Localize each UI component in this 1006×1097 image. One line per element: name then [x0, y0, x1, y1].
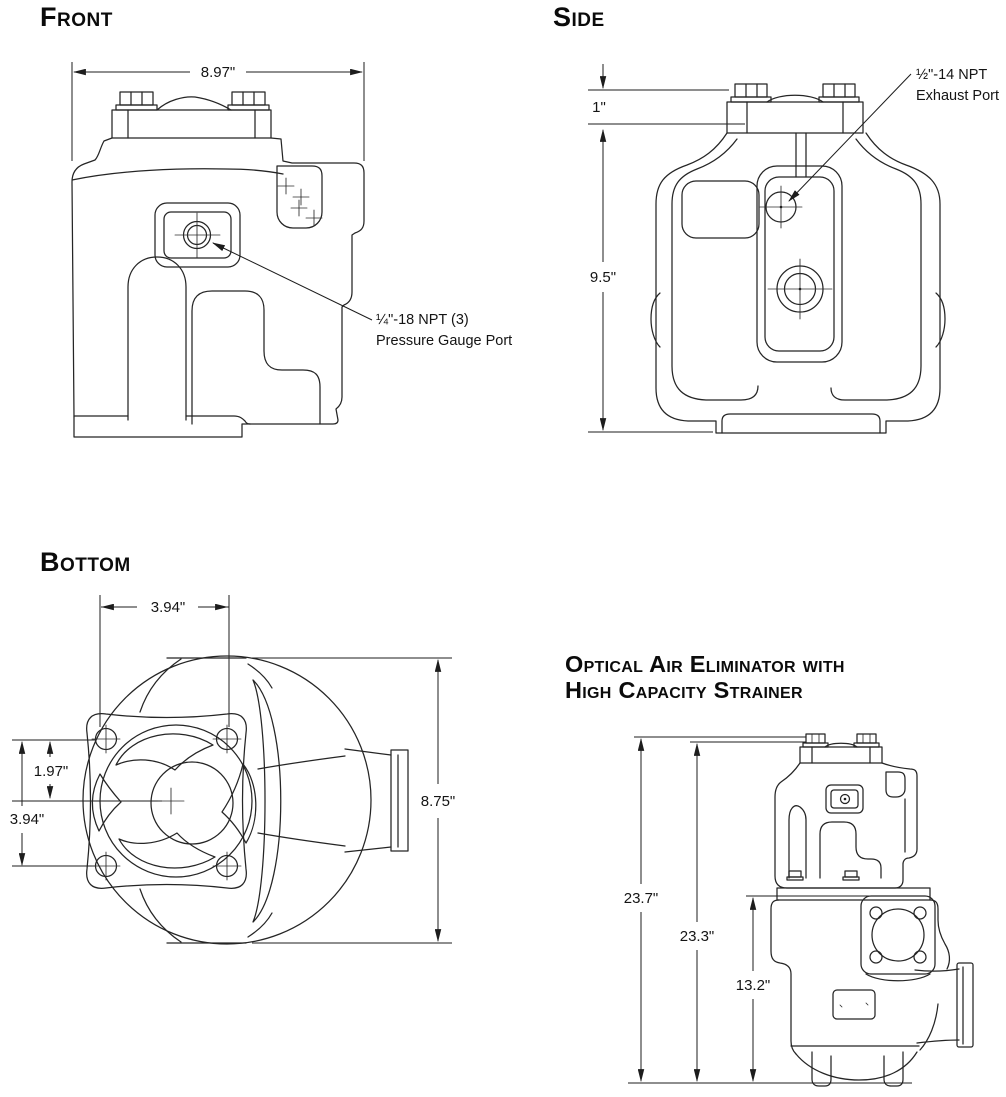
- side-body-outline: [650, 83, 946, 434]
- bottom-left-dimensions: 1.97" 3.94": [10, 739, 185, 867]
- front-view-title: Front: [40, 2, 113, 32]
- front-pressure-gauge-callout: ¼"-18 NPT (3) Pressure Gauge Port: [212, 242, 512, 349]
- side-top-dim-label: 1": [592, 99, 606, 116]
- bottom-flange: [86, 713, 257, 889]
- assembly-drawing: 23.7" 23.3" 13.2": [624, 733, 974, 1087]
- front-gauge-port: [154, 202, 241, 268]
- side-main-port: [767, 258, 833, 320]
- exhaust-callout-line2: Exhaust Port: [916, 88, 999, 104]
- pressure-callout-line2: Pressure Gauge Port: [376, 333, 512, 349]
- bottom-view-title: Bottom: [40, 547, 131, 577]
- front-body-outline: [71, 91, 365, 438]
- side-height-label: 9.5": [590, 269, 616, 286]
- assembly-title-line2: High Capacity Strainer: [565, 677, 803, 703]
- assembly-flange-height-label: 23.3": [680, 928, 715, 945]
- front-width-label: 8.97": [201, 64, 236, 81]
- side-exhaust-port: [759, 185, 803, 229]
- assembly-overall-height-label: 23.7": [624, 890, 659, 907]
- front-upper-right-panel: [276, 165, 323, 229]
- bottom-height-label: 8.75": [421, 793, 456, 810]
- assembly-title-line1: Optical Air Eliminator with: [565, 651, 845, 677]
- side-top-dimension: 1": [588, 64, 745, 125]
- front-view-drawing: 8.97": [71, 62, 512, 438]
- side-view-drawing: 1" 9.5": [588, 64, 999, 434]
- bottom-horizontal-dimension: 3.94": [99, 595, 230, 727]
- bottom-body-outline: [82, 655, 409, 945]
- bottom-center-to-bolt-label: 1.97": [34, 763, 69, 780]
- bottom-view-drawing: 3.94" 1.97" 3.94" 8.75": [10, 595, 456, 945]
- assembly-strainer-body: [770, 895, 974, 1087]
- side-height-dimension: 9.5": [588, 128, 713, 433]
- bottom-bolt-v-label: 3.94": [10, 811, 45, 828]
- assembly-strainer-height-label: 13.2": [736, 977, 771, 994]
- side-exhaust-callout: ½"-14 NPT Exhaust Port: [788, 67, 999, 202]
- front-width-dimension: 8.97": [71, 62, 365, 161]
- exhaust-callout-line1: ½"-14 NPT: [916, 67, 987, 83]
- pressure-callout-line1: ¼"-18 NPT (3): [376, 312, 469, 328]
- bottom-height-dimension: 8.75": [252, 657, 456, 944]
- assembly-title: Optical Air Eliminator with High Capacit…: [565, 651, 1005, 703]
- assembly-air-eliminator: [774, 733, 931, 901]
- flange-bolt-holes: [91, 724, 242, 881]
- bottom-bolt-h-label: 3.94": [151, 599, 186, 616]
- side-view-title: Side: [553, 2, 605, 32]
- assembly-dimensions: 23.7" 23.3" 13.2": [624, 736, 912, 1084]
